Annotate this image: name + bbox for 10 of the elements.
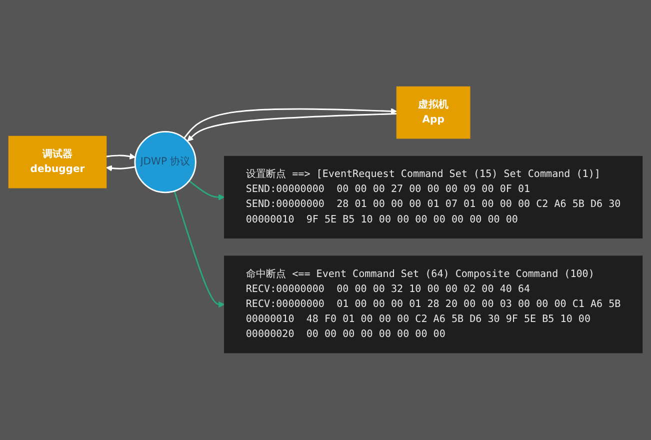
arrow — [106, 153, 136, 160]
node-box: 调试器 debugger — [8, 136, 107, 188]
node-box: 设置断点 ==> [EventRequest Command Set (15) Set Command (1)] SEND:00000000 00 00 00 27 00 00 00 09 00 0F 01 SEND:00000000 28 01 00 00 00 01 07 01 00 00 00 C2 A6 5B D6 30 00000010 9F 5E B5 10 00 00 00 00 00 00 00 00 — [224, 156, 643, 239]
arrow — [174, 191, 225, 308]
arrow — [106, 165, 136, 172]
node-box: 虚拟机 App — [396, 86, 470, 139]
node-box: 命中断点 <== Event Command Set (64) Composite Command (100) RECV:00000000 00 00 00 32 10 00 00 02 00 40 64 RECV:00000000 01 00 00 00 01 28 20 00 00 03 00 00 00 C1 A6 5B 00000010 48 F0 01 00 00 00 C2 A6 5B D6 30 9F 5E B5 10 00 00000020 00 00 00 00 00 00 00 00 — [224, 256, 643, 354]
arrow — [187, 113, 397, 142]
arrow — [184, 108, 398, 139]
arrow — [188, 180, 225, 201]
